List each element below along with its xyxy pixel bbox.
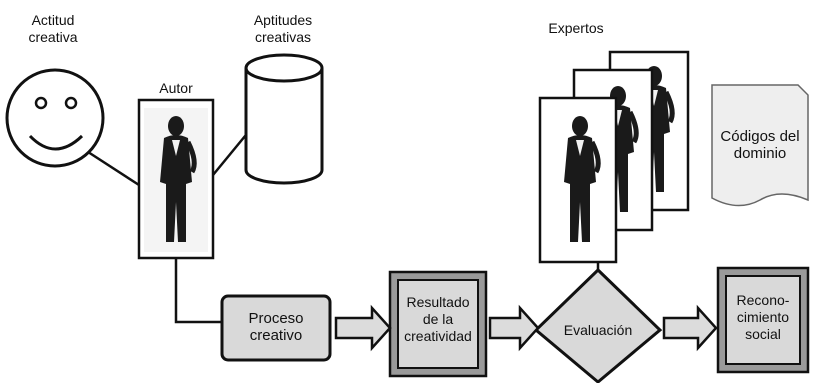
smiley-face-icon <box>5 68 105 168</box>
label-proceso: Proceso creativo <box>248 310 304 344</box>
label-autor: Autor <box>159 80 193 96</box>
cylinder-database-icon <box>244 53 324 185</box>
label-expertos: Expertos <box>548 20 604 36</box>
arrow-process-result <box>334 304 392 352</box>
document-icon <box>711 84 809 207</box>
label-reconocimiento: Recono- cimiento social <box>736 292 790 342</box>
connector-smiley-author <box>84 148 140 187</box>
stacked-person-cards-icon <box>538 50 690 264</box>
arrow-result-evaluation <box>488 304 540 352</box>
result-box <box>388 270 488 378</box>
label-actitud: Actitud creativa <box>28 12 78 45</box>
evaluation-diamond <box>533 267 663 383</box>
arrow-evaluation-recognition <box>662 304 718 352</box>
label-codigos: Códigos del dominio <box>720 128 800 162</box>
recognition-box <box>716 266 810 374</box>
connector-cylinder-author <box>212 129 251 176</box>
connector-author-process <box>174 258 222 324</box>
label-resultado: Resultado de la creatividad <box>404 294 472 344</box>
label-evaluacion: Evaluación <box>563 322 633 338</box>
label-aptitudes: Aptitudes creativas <box>253 12 313 45</box>
process-box <box>220 294 332 362</box>
person-silhouette-icon <box>137 98 215 260</box>
